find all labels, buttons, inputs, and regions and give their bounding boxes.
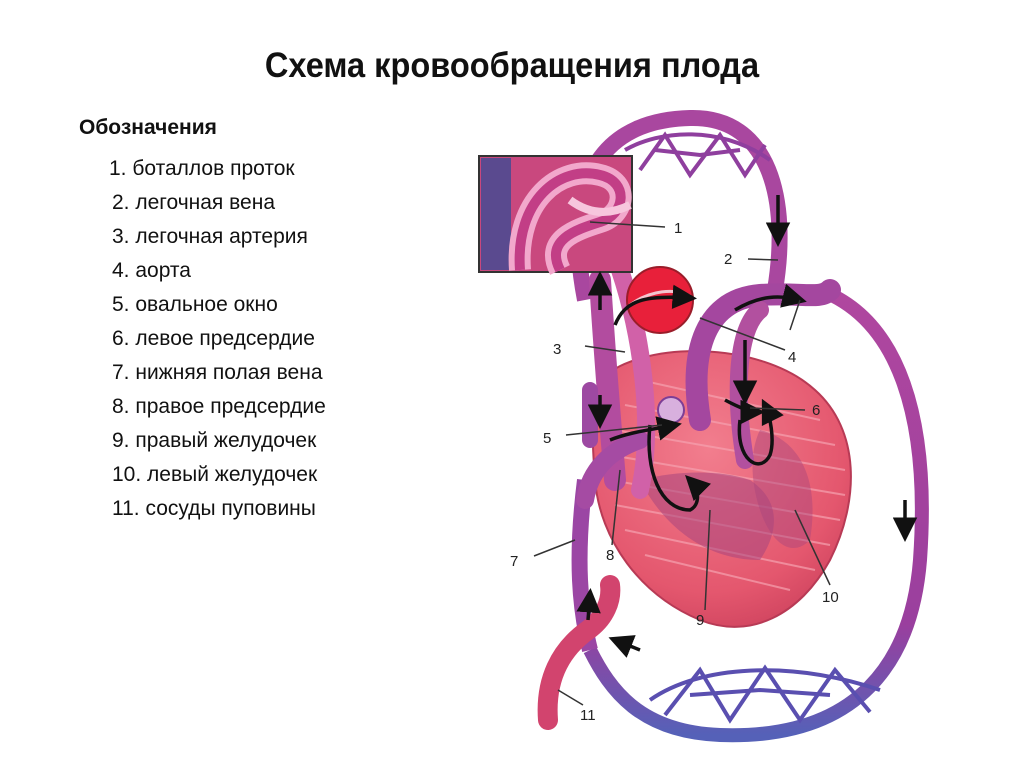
legend-list: 1. боталлов проток 2. легочная вена 3. л… xyxy=(109,152,326,526)
callout-1: 1 xyxy=(674,220,682,237)
right-ventricle-shape xyxy=(640,472,774,560)
capillary-net-bottom xyxy=(648,664,881,724)
legend-item-1: 1. боталлов проток xyxy=(109,157,295,180)
callout-9: 9 xyxy=(696,612,704,629)
great-vessels xyxy=(576,261,841,509)
legend-item-6: 6. левое предсердие xyxy=(112,327,315,350)
legend-item-4: 4. аорта xyxy=(112,259,191,282)
legend-item-11: 11. сосуды пуповины xyxy=(112,497,316,520)
legend-item-8: 8. правое предсердие xyxy=(112,395,326,418)
legend-heading: Обозначения xyxy=(79,116,217,139)
callout-4: 4 xyxy=(788,349,796,366)
legend-item-2: 2. легочная вена xyxy=(112,191,275,214)
callout-3: 3 xyxy=(553,341,561,358)
callout-2: 2 xyxy=(724,251,732,268)
legend-item-7: 7. нижняя полая вена xyxy=(112,361,323,384)
legend-item-9: 9. правый желудочек xyxy=(112,429,317,452)
capillary-net-top xyxy=(624,131,772,179)
callout-10: 10 xyxy=(822,589,839,606)
leader-lines xyxy=(533,221,831,706)
legend-item-5: 5. овальное окно xyxy=(112,293,278,316)
legend-item-10: 10. левый желудочек xyxy=(112,463,318,486)
callout-6: 6 xyxy=(812,402,820,419)
callout-11: 11 xyxy=(580,707,596,724)
flow-arrows xyxy=(576,195,918,658)
foramen-ovale-circle xyxy=(657,396,685,424)
umbilical-vessel xyxy=(537,575,621,730)
ductus-inset xyxy=(478,155,633,275)
callout-8: 8 xyxy=(606,547,614,564)
callout-7: 7 xyxy=(510,553,518,570)
fetal-circulation-diagram: 1 2 3 4 5 6 7 8 9 10 11 xyxy=(478,109,929,743)
callout-5: 5 xyxy=(543,430,551,447)
page-title: Схема кровообращения плода xyxy=(264,46,760,85)
callout-labels: 1 2 3 4 5 6 7 8 9 10 11 xyxy=(510,220,839,724)
legend-item-3: 3. легочная артерия xyxy=(112,225,308,248)
